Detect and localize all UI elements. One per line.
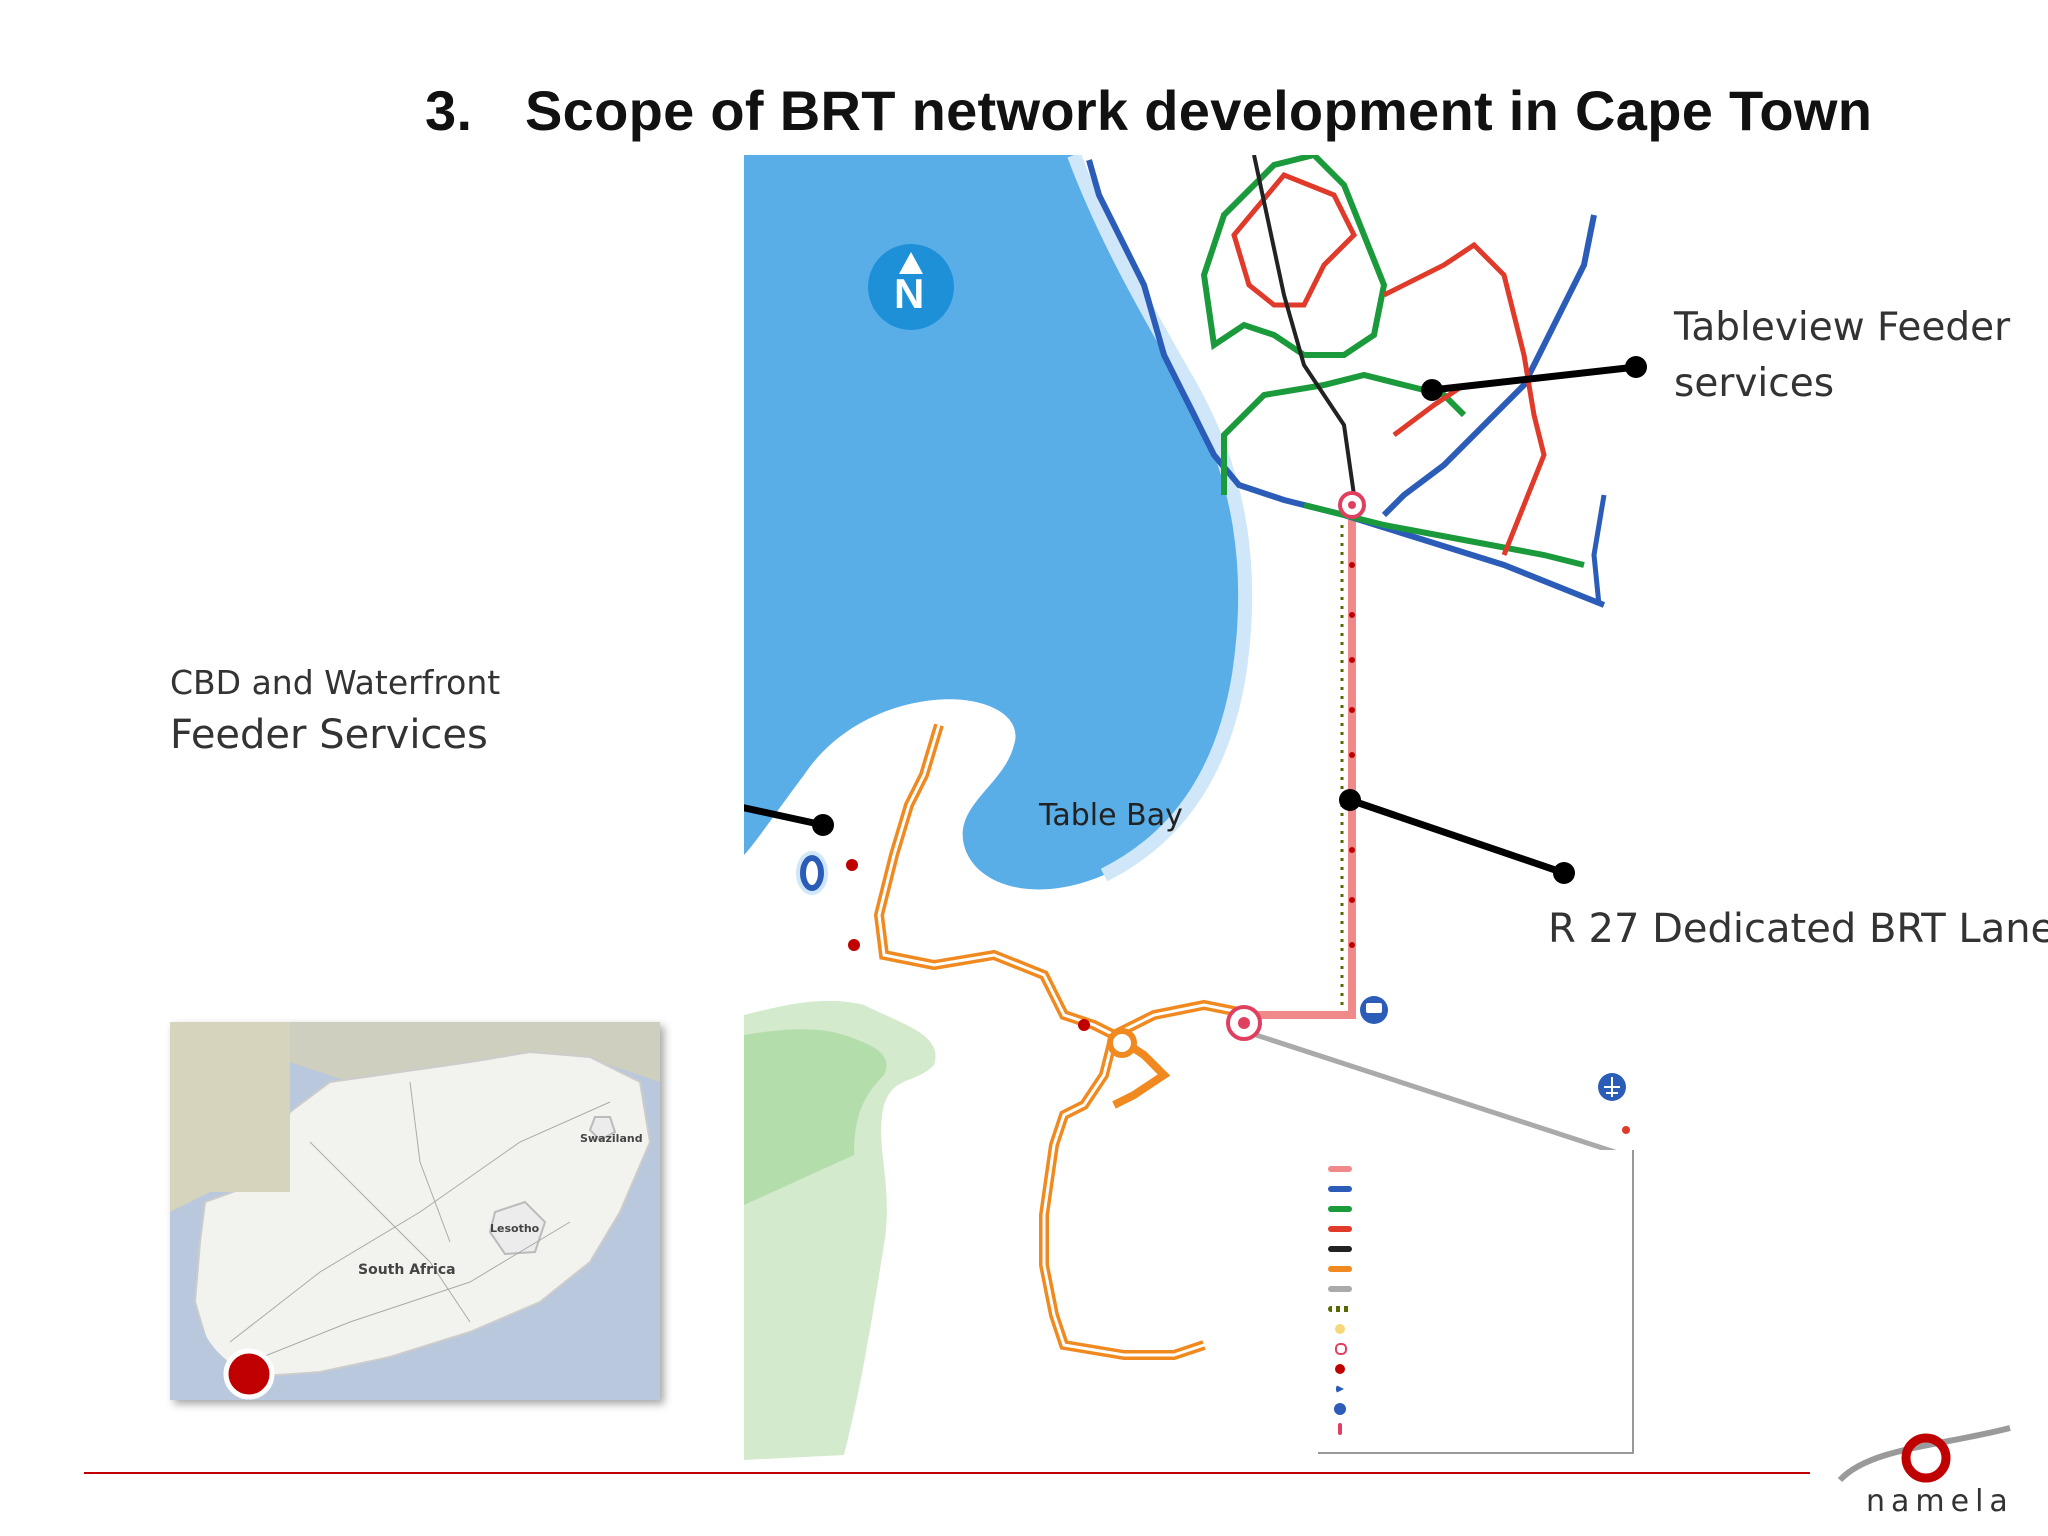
footer-divider	[84, 1472, 1810, 1474]
leader-r27	[1348, 796, 1566, 877]
land-peninsula-dark	[744, 1029, 887, 1205]
route-orange-inner	[877, 724, 1255, 1037]
civic-centre-interchange	[1226, 1005, 1262, 1041]
page-title: 3. Scope of BRT network development in Ca…	[425, 78, 2025, 158]
legend-swatch	[1328, 1266, 1352, 1272]
route-blue-west	[1086, 159, 1606, 608]
legend-swatch	[1335, 1343, 1347, 1355]
compass-letter: N	[894, 270, 925, 317]
swaziland-shape	[588, 1116, 617, 1142]
route-black	[1252, 155, 1356, 496]
inset-label-swaziland: Swaziland	[580, 1132, 643, 1145]
legend-swatch	[1336, 1385, 1344, 1393]
callout-cbd-line1: CBD and Waterfront	[170, 663, 501, 702]
route-blue-east	[1381, 214, 1597, 518]
legend-swatch	[1328, 1246, 1352, 1252]
slide-title-text: Scope of BRT network development in Cape…	[525, 79, 1873, 142]
lesotho-shape	[488, 1200, 547, 1256]
route-red-inner	[1392, 382, 1466, 437]
legend-swatch	[1328, 1226, 1352, 1232]
route-red-north	[1231, 172, 1358, 308]
legend-swatch	[1334, 1403, 1346, 1415]
legend-swatch	[1328, 1166, 1352, 1172]
namela-logo-text: namela	[1866, 1484, 2014, 1519]
brt-network-map: N Table Bay	[744, 155, 1659, 1460]
route-blue-east2	[1591, 494, 1607, 606]
leader-tableview	[1431, 363, 1637, 394]
south-coast	[170, 1302, 250, 1382]
legend-swatch	[1328, 1206, 1352, 1212]
inset-label-south-africa: South Africa	[358, 1262, 456, 1278]
inset-map-south-africa: South Africa Lesotho Swaziland	[170, 1022, 660, 1400]
route-red-east	[1382, 241, 1547, 556]
inset-label-lesotho: Lesotho	[490, 1222, 540, 1235]
tableview-interchange	[1338, 491, 1366, 519]
roundabout	[1107, 1028, 1137, 1058]
legend-swatch	[1335, 1324, 1345, 1334]
inset-roads	[229, 1081, 611, 1363]
map-canvas	[744, 155, 1647, 1460]
callout-tableview: Tableview Feeder services	[1674, 300, 2010, 412]
route-r27	[1254, 505, 1356, 1019]
route-airport	[1255, 1032, 1625, 1158]
namela-logo-mark	[1837, 1425, 2011, 1483]
route-orange-south-inner	[1042, 1034, 1205, 1357]
namela-logo: namela	[1830, 1418, 2020, 1528]
callout-cbd-line2: Feeder Services	[170, 712, 488, 758]
compass-icon	[868, 244, 954, 330]
route-orange-south	[1039, 1033, 1206, 1360]
route-green-south	[1303, 502, 1585, 568]
inset-map-canvas	[170, 1022, 660, 1400]
callout-tableview-line2: services	[1674, 361, 1835, 406]
west-region	[170, 1022, 290, 1212]
slide-number: 3.	[425, 79, 473, 142]
coastline	[1067, 155, 1253, 882]
callout-tableview-line1: Tableview Feeder	[1674, 305, 2011, 350]
leader-cbd	[744, 804, 824, 829]
callout-r27: R 27 Dedicated BRT Lane	[1548, 906, 2048, 952]
legend-swatch	[1328, 1186, 1352, 1192]
cape-town-marker	[223, 1348, 275, 1400]
map-legend	[1318, 1150, 1634, 1454]
neighbouring-land	[170, 1022, 660, 1082]
water-label: Table Bay	[1039, 798, 1183, 833]
sea-area	[744, 155, 1246, 890]
legend-swatch	[1338, 1423, 1342, 1435]
route-green-north	[1200, 155, 1388, 358]
legend-swatch	[1328, 1306, 1352, 1312]
legend-swatch	[1335, 1364, 1345, 1374]
orange-stations	[846, 859, 1090, 1031]
legend-swatch	[1328, 1286, 1352, 1292]
